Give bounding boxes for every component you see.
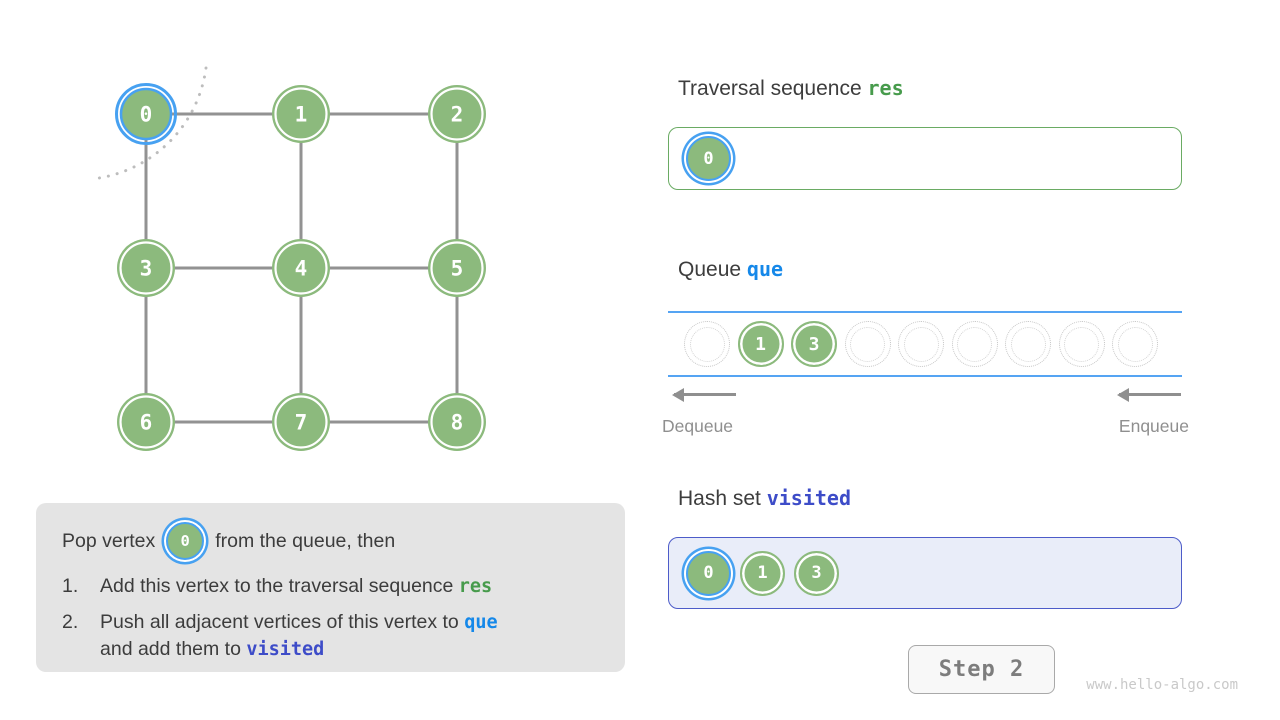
graph-node-2: 2 (428, 85, 486, 143)
graph-node-8: 8 (428, 393, 486, 451)
traversal-items: 0 (686, 136, 731, 181)
svg-text:0: 0 (140, 103, 153, 127)
step-number: 1. (62, 575, 79, 597)
code-token-que: que (464, 611, 498, 633)
step-button[interactable]: Step 2 (908, 645, 1055, 694)
vertex-chip-1: 1 (737, 321, 784, 367)
queue-slot-empty-4 (898, 321, 944, 367)
graph-canvas: 0 1 2 3 4 5 6 7 8 (97, 66, 486, 451)
traversal-title: Traversal sequence res (678, 76, 904, 101)
traversal-code-name: res (867, 76, 904, 100)
watermark: www.hello-algo.com (1086, 677, 1238, 693)
graph-node-6: 6 (117, 393, 175, 451)
svg-text:5: 5 (451, 257, 464, 281)
svg-text:7: 7 (295, 411, 308, 435)
queue-title-text: Queue (678, 258, 742, 281)
queue-slot-empty-0 (684, 321, 730, 367)
hashset-title-text: Hash set (678, 487, 761, 510)
graph-node-0: 0 (115, 83, 177, 145)
svg-text:2: 2 (451, 103, 464, 127)
queue-slot-empty-3 (844, 321, 891, 367)
svg-text:3: 3 (140, 257, 153, 281)
explanation-panel: Pop vertex 0 from the queue, then 1. Add … (36, 503, 625, 672)
graph-node-4: 4 (272, 239, 330, 297)
traversal-title-text: Traversal sequence (678, 77, 862, 100)
queue-title: Queue que (678, 257, 783, 282)
vertex-chip-3: 3 (794, 550, 839, 596)
dequeue-arrow-icon (672, 387, 736, 402)
intro-suffix: from the queue, then (215, 529, 396, 552)
svg-text:6: 6 (140, 411, 153, 435)
dequeue-label: Dequeue (662, 416, 734, 436)
enqueue-arrow-icon (1117, 387, 1181, 402)
queue-slot-empty-7 (1058, 321, 1105, 367)
traversal-box: 0 (668, 127, 1182, 190)
svg-text:8: 8 (451, 411, 464, 435)
intro-prefix: Pop vertex (62, 529, 156, 552)
vertex-chip-0: 0 (686, 550, 731, 596)
queue-code-name: que (746, 257, 784, 281)
explanation-step-2: 2. Push all adjacent vertices of this ver… (62, 609, 601, 664)
vertex-chip-0: 0 (686, 136, 731, 181)
hashset-code-name: visited (766, 486, 852, 510)
enqueue-label: Enqueue (1118, 416, 1189, 436)
graph-node-3: 3 (117, 239, 175, 297)
code-token-visited: visited (246, 639, 325, 661)
svg-text:1: 1 (295, 103, 308, 127)
step-text: Add this vertex to the traversal sequenc… (100, 575, 493, 597)
explanation-step-1: 1. Add this vertex to the traversal seque… (62, 573, 601, 601)
step-number: 2. (62, 610, 79, 633)
popped-vertex-chip: 0 (166, 522, 205, 560)
vertex-chip-1: 1 (740, 550, 785, 596)
graph-node-5: 5 (428, 239, 486, 297)
code-token-res: res (458, 576, 493, 597)
explanation-intro: Pop vertex 0 from the queue, then (62, 519, 601, 563)
step-text: Push all adjacent vertices of this verte… (100, 610, 498, 661)
svg-text:4: 4 (295, 257, 308, 281)
graph-node-7: 7 (272, 393, 330, 451)
vertex-chip-3: 3 (791, 321, 837, 367)
graph-node-1: 1 (272, 85, 330, 143)
queue-slot-empty-5 (951, 321, 998, 367)
queue-slot-empty-6 (1005, 321, 1051, 367)
queue-slot-empty-8 (1112, 321, 1158, 367)
queue-direction-labels: Dequeue Enqueue (662, 416, 1189, 437)
explanation-steps: 1. Add this vertex to the traversal seque… (62, 573, 601, 664)
hashset-title: Hash set visited (678, 486, 851, 511)
